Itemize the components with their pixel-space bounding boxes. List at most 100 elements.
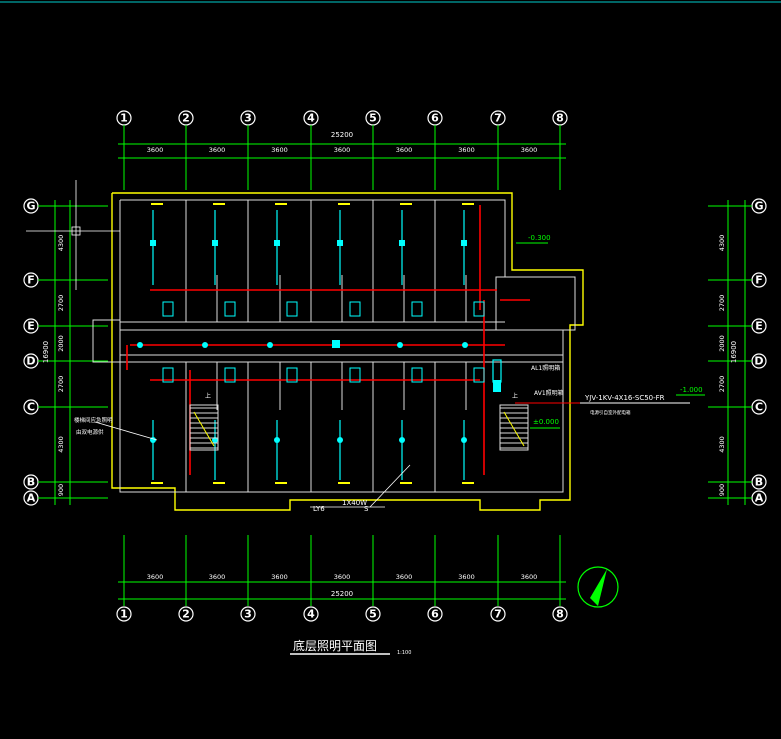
total-depth-right: 16900 bbox=[730, 341, 738, 363]
dim-col-top: 3600 bbox=[334, 146, 351, 154]
axis-row-C-left: C bbox=[23, 399, 39, 415]
svg-text:F: F bbox=[27, 274, 35, 287]
emergency-leader bbox=[94, 421, 158, 441]
svg-text:2: 2 bbox=[182, 608, 190, 621]
dim-col-top: 3600 bbox=[458, 146, 475, 154]
dim-col-top: 3600 bbox=[209, 146, 226, 154]
lamp-spec-c: S bbox=[364, 505, 369, 513]
dim-col-bottom: 3600 bbox=[334, 573, 351, 581]
total-width-bottom: 25200 bbox=[331, 590, 353, 598]
axis-row-F-right: F bbox=[751, 272, 767, 288]
axis-row-A-right: A bbox=[751, 490, 767, 506]
total-width-top: 25200 bbox=[331, 131, 353, 139]
axis-row-G-right: G bbox=[751, 198, 767, 214]
svg-text:F: F bbox=[755, 274, 763, 287]
room-partitions bbox=[185, 200, 467, 492]
ceiling-light-upper bbox=[212, 240, 218, 246]
svg-text:6: 6 bbox=[431, 112, 439, 125]
axis-col-4-bottom: 4 bbox=[303, 606, 319, 622]
svg-text:7: 7 bbox=[494, 608, 502, 621]
ceiling-light-upper bbox=[399, 240, 405, 246]
corridor-light bbox=[202, 342, 208, 348]
axis-col-1-bottom: 1 bbox=[116, 606, 132, 622]
svg-text:-0.300: -0.300 bbox=[528, 234, 551, 242]
dim-row-left: 2000 bbox=[57, 335, 65, 352]
dim-row-left: 2700 bbox=[57, 376, 65, 393]
axis-row-A-left: A bbox=[23, 490, 39, 506]
axis-col-6-top: 6 bbox=[427, 110, 443, 126]
ceiling-light-lower bbox=[274, 437, 280, 443]
svg-text:E: E bbox=[27, 320, 35, 333]
wiring-runs bbox=[126, 205, 530, 475]
svg-text:5: 5 bbox=[369, 112, 377, 125]
svg-text:8: 8 bbox=[556, 608, 564, 621]
dim-row-right: 2700 bbox=[718, 376, 726, 393]
dim-row-left: 2700 bbox=[57, 295, 65, 312]
elevation-floor: ±0.000 bbox=[530, 418, 560, 429]
dim-col-bottom: 3600 bbox=[521, 573, 538, 581]
lamp-spec-a: LY6 bbox=[313, 505, 325, 513]
svg-text:3: 3 bbox=[244, 112, 252, 125]
svg-text:A: A bbox=[27, 492, 36, 505]
stair-right: 上 bbox=[499, 392, 529, 451]
svg-text:D: D bbox=[26, 355, 35, 368]
svg-text:B: B bbox=[755, 476, 763, 489]
axis-col-6-bottom: 6 bbox=[427, 606, 443, 622]
corridor-light bbox=[267, 342, 273, 348]
axis-col-2-top: 2 bbox=[178, 110, 194, 126]
bathroom-fixture bbox=[473, 367, 485, 383]
dim-row-right: 2000 bbox=[718, 335, 726, 352]
axis-row-G-left: G bbox=[23, 198, 39, 214]
dim-row-left: 4300 bbox=[57, 436, 65, 453]
bathroom-fixture bbox=[162, 367, 174, 383]
dim-col-top: 3600 bbox=[147, 146, 164, 154]
panel-av1 bbox=[493, 380, 501, 392]
svg-text:-1.000: -1.000 bbox=[680, 386, 703, 394]
light-fixtures bbox=[137, 203, 485, 484]
corridor-light bbox=[397, 342, 403, 348]
axis-col-2-bottom: 2 bbox=[178, 606, 194, 622]
svg-text:6: 6 bbox=[431, 608, 439, 621]
corridor-panel bbox=[332, 340, 340, 348]
ceiling-light-upper bbox=[274, 240, 280, 246]
dim-col-bottom: 3600 bbox=[271, 573, 288, 581]
bathroom-fixture bbox=[286, 367, 298, 383]
dim-col-bottom: 3600 bbox=[396, 573, 413, 581]
bathroom-fixture bbox=[411, 301, 423, 317]
dim-col-top: 3600 bbox=[521, 146, 538, 154]
ceiling-light-lower bbox=[461, 437, 467, 443]
svg-text:G: G bbox=[754, 200, 763, 213]
ceiling-light-upper bbox=[150, 240, 156, 246]
panel-av1-label: AV1照明箱 bbox=[534, 389, 564, 397]
stair-left: 上 bbox=[189, 392, 219, 451]
svg-text:C: C bbox=[755, 401, 763, 414]
dim-col-top: 3600 bbox=[271, 146, 288, 154]
svg-text:E: E bbox=[755, 320, 763, 333]
bathroom-fixture bbox=[473, 301, 485, 317]
dim-row-left: 4300 bbox=[57, 235, 65, 252]
svg-text:A: A bbox=[755, 492, 764, 505]
dim-row-left: 900 bbox=[57, 484, 65, 496]
svg-text:1: 1 bbox=[120, 608, 128, 621]
axis-col-3-bottom: 3 bbox=[240, 606, 256, 622]
axis-row-E-right: E bbox=[751, 318, 767, 334]
dim-col-bottom: 3600 bbox=[147, 573, 164, 581]
corridor-light bbox=[137, 342, 143, 348]
ceiling-light-lower bbox=[399, 437, 405, 443]
elevation-upper: -0.300 bbox=[516, 234, 551, 244]
dim-col-bottom: 3600 bbox=[458, 573, 475, 581]
corridor-light bbox=[462, 342, 468, 348]
bathroom-fixture bbox=[224, 367, 236, 383]
bathroom-fixture bbox=[162, 301, 174, 317]
emergency-note-2: 由双电源供 bbox=[76, 428, 104, 436]
svg-text:8: 8 bbox=[556, 112, 564, 125]
ceiling-light-lower bbox=[337, 437, 343, 443]
bathroom-fixture bbox=[224, 301, 236, 317]
svg-text:7: 7 bbox=[494, 112, 502, 125]
dim-row-right: 900 bbox=[718, 484, 726, 496]
drawing-title: 底层照明平面图 bbox=[293, 638, 377, 653]
